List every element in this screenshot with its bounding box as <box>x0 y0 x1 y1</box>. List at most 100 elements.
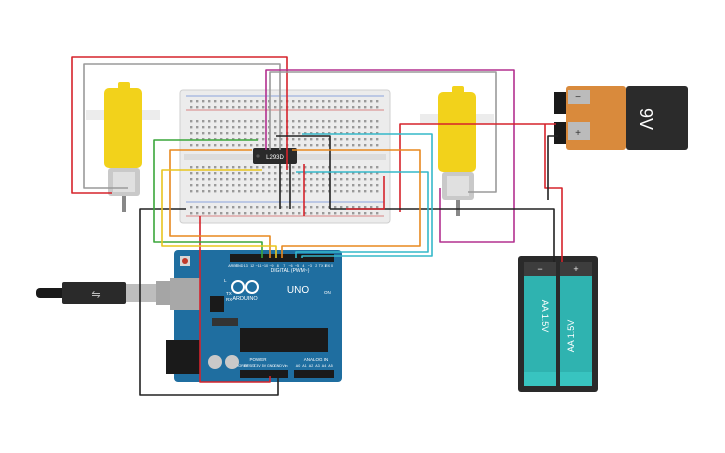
breadboard-hole[interactable] <box>196 178 199 181</box>
breadboard-hole[interactable] <box>190 166 193 169</box>
breadboard-hole[interactable] <box>310 206 313 209</box>
breadboard-hole[interactable] <box>316 190 319 193</box>
breadboard-hole[interactable] <box>220 166 223 169</box>
breadboard-hole[interactable] <box>244 190 247 193</box>
breadboard-hole[interactable] <box>376 138 379 141</box>
breadboard-hole[interactable] <box>262 212 265 215</box>
breadboard-hole[interactable] <box>214 178 217 181</box>
breadboard-hole[interactable] <box>196 166 199 169</box>
breadboard-hole[interactable] <box>298 172 301 175</box>
breadboard-hole[interactable] <box>238 100 241 103</box>
breadboard-hole[interactable] <box>364 138 367 141</box>
breadboard-hole[interactable] <box>208 172 211 175</box>
breadboard-hole[interactable] <box>340 126 343 129</box>
breadboard-hole[interactable] <box>250 206 253 209</box>
breadboard-hole[interactable] <box>250 166 253 169</box>
breadboard-hole[interactable] <box>196 184 199 187</box>
breadboard-hole[interactable] <box>208 120 211 123</box>
breadboard-hole[interactable] <box>316 206 319 209</box>
breadboard-hole[interactable] <box>232 172 235 175</box>
breadboard-hole[interactable] <box>262 100 265 103</box>
breadboard-hole[interactable] <box>316 184 319 187</box>
breadboard-hole[interactable] <box>214 184 217 187</box>
breadboard-hole[interactable] <box>244 166 247 169</box>
breadboard-hole[interactable] <box>274 206 277 209</box>
breadboard-hole[interactable] <box>370 144 373 147</box>
breadboard-hole[interactable] <box>322 144 325 147</box>
breadboard-hole[interactable] <box>358 212 361 215</box>
breadboard-hole[interactable] <box>322 126 325 129</box>
breadboard-hole[interactable] <box>220 206 223 209</box>
breadboard-hole[interactable] <box>364 100 367 103</box>
breadboard-hole[interactable] <box>322 166 325 169</box>
breadboard-hole[interactable] <box>226 144 229 147</box>
breadboard-hole[interactable] <box>334 144 337 147</box>
breadboard-hole[interactable] <box>310 166 313 169</box>
breadboard-hole[interactable] <box>232 132 235 135</box>
breadboard-hole[interactable] <box>208 190 211 193</box>
breadboard-hole[interactable] <box>370 166 373 169</box>
breadboard-hole[interactable] <box>202 166 205 169</box>
breadboard-hole[interactable] <box>322 206 325 209</box>
breadboard-hole[interactable] <box>244 132 247 135</box>
breadboard-hole[interactable] <box>250 126 253 129</box>
breadboard-hole[interactable] <box>358 190 361 193</box>
breadboard-hole[interactable] <box>316 172 319 175</box>
breadboard-hole[interactable] <box>274 172 277 175</box>
breadboard-hole[interactable] <box>310 172 313 175</box>
breadboard-hole[interactable] <box>280 206 283 209</box>
breadboard-hole[interactable] <box>340 212 343 215</box>
breadboard-hole[interactable] <box>232 190 235 193</box>
breadboard-hole[interactable] <box>334 138 337 141</box>
breadboard-hole[interactable] <box>226 106 229 109</box>
breadboard-hole[interactable] <box>298 106 301 109</box>
breadboard-hole[interactable] <box>292 106 295 109</box>
breadboard-hole[interactable] <box>316 100 319 103</box>
breadboard-hole[interactable] <box>334 100 337 103</box>
breadboard-hole[interactable] <box>268 166 271 169</box>
breadboard-hole[interactable] <box>370 120 373 123</box>
breadboard-hole[interactable] <box>370 138 373 141</box>
breadboard-hole[interactable] <box>202 178 205 181</box>
breadboard-hole[interactable] <box>298 144 301 147</box>
breadboard-hole[interactable] <box>202 184 205 187</box>
breadboard-hole[interactable] <box>208 184 211 187</box>
breadboard-hole[interactable] <box>202 100 205 103</box>
breadboard-hole[interactable] <box>346 100 349 103</box>
breadboard-hole[interactable] <box>262 166 265 169</box>
breadboard-hole[interactable] <box>364 126 367 129</box>
breadboard-hole[interactable] <box>322 184 325 187</box>
breadboard-hole[interactable] <box>316 144 319 147</box>
breadboard-hole[interactable] <box>190 172 193 175</box>
breadboard-hole[interactable] <box>370 172 373 175</box>
breadboard-hole[interactable] <box>208 132 211 135</box>
breadboard-hole[interactable] <box>376 178 379 181</box>
breadboard-hole[interactable] <box>244 172 247 175</box>
breadboard-hole[interactable] <box>238 178 241 181</box>
breadboard-hole[interactable] <box>220 184 223 187</box>
breadboard-hole[interactable] <box>280 126 283 129</box>
breadboard-hole[interactable] <box>196 212 199 215</box>
breadboard-hole[interactable] <box>328 120 331 123</box>
breadboard-hole[interactable] <box>364 184 367 187</box>
breadboard-hole[interactable] <box>298 132 301 135</box>
breadboard-hole[interactable] <box>316 106 319 109</box>
breadboard-hole[interactable] <box>250 100 253 103</box>
breadboard-hole[interactable] <box>364 106 367 109</box>
breadboard-hole[interactable] <box>304 138 307 141</box>
breadboard-hole[interactable] <box>208 212 211 215</box>
breadboard-hole[interactable] <box>262 206 265 209</box>
breadboard-hole[interactable] <box>244 184 247 187</box>
breadboard-hole[interactable] <box>196 206 199 209</box>
breadboard-hole[interactable] <box>244 106 247 109</box>
breadboard-hole[interactable] <box>310 120 313 123</box>
breadboard-hole[interactable] <box>226 212 229 215</box>
breadboard-hole[interactable] <box>370 106 373 109</box>
breadboard-hole[interactable] <box>322 100 325 103</box>
breadboard-hole[interactable] <box>208 206 211 209</box>
breadboard-hole[interactable] <box>352 184 355 187</box>
breadboard-hole[interactable] <box>292 190 295 193</box>
breadboard-hole[interactable] <box>346 120 349 123</box>
